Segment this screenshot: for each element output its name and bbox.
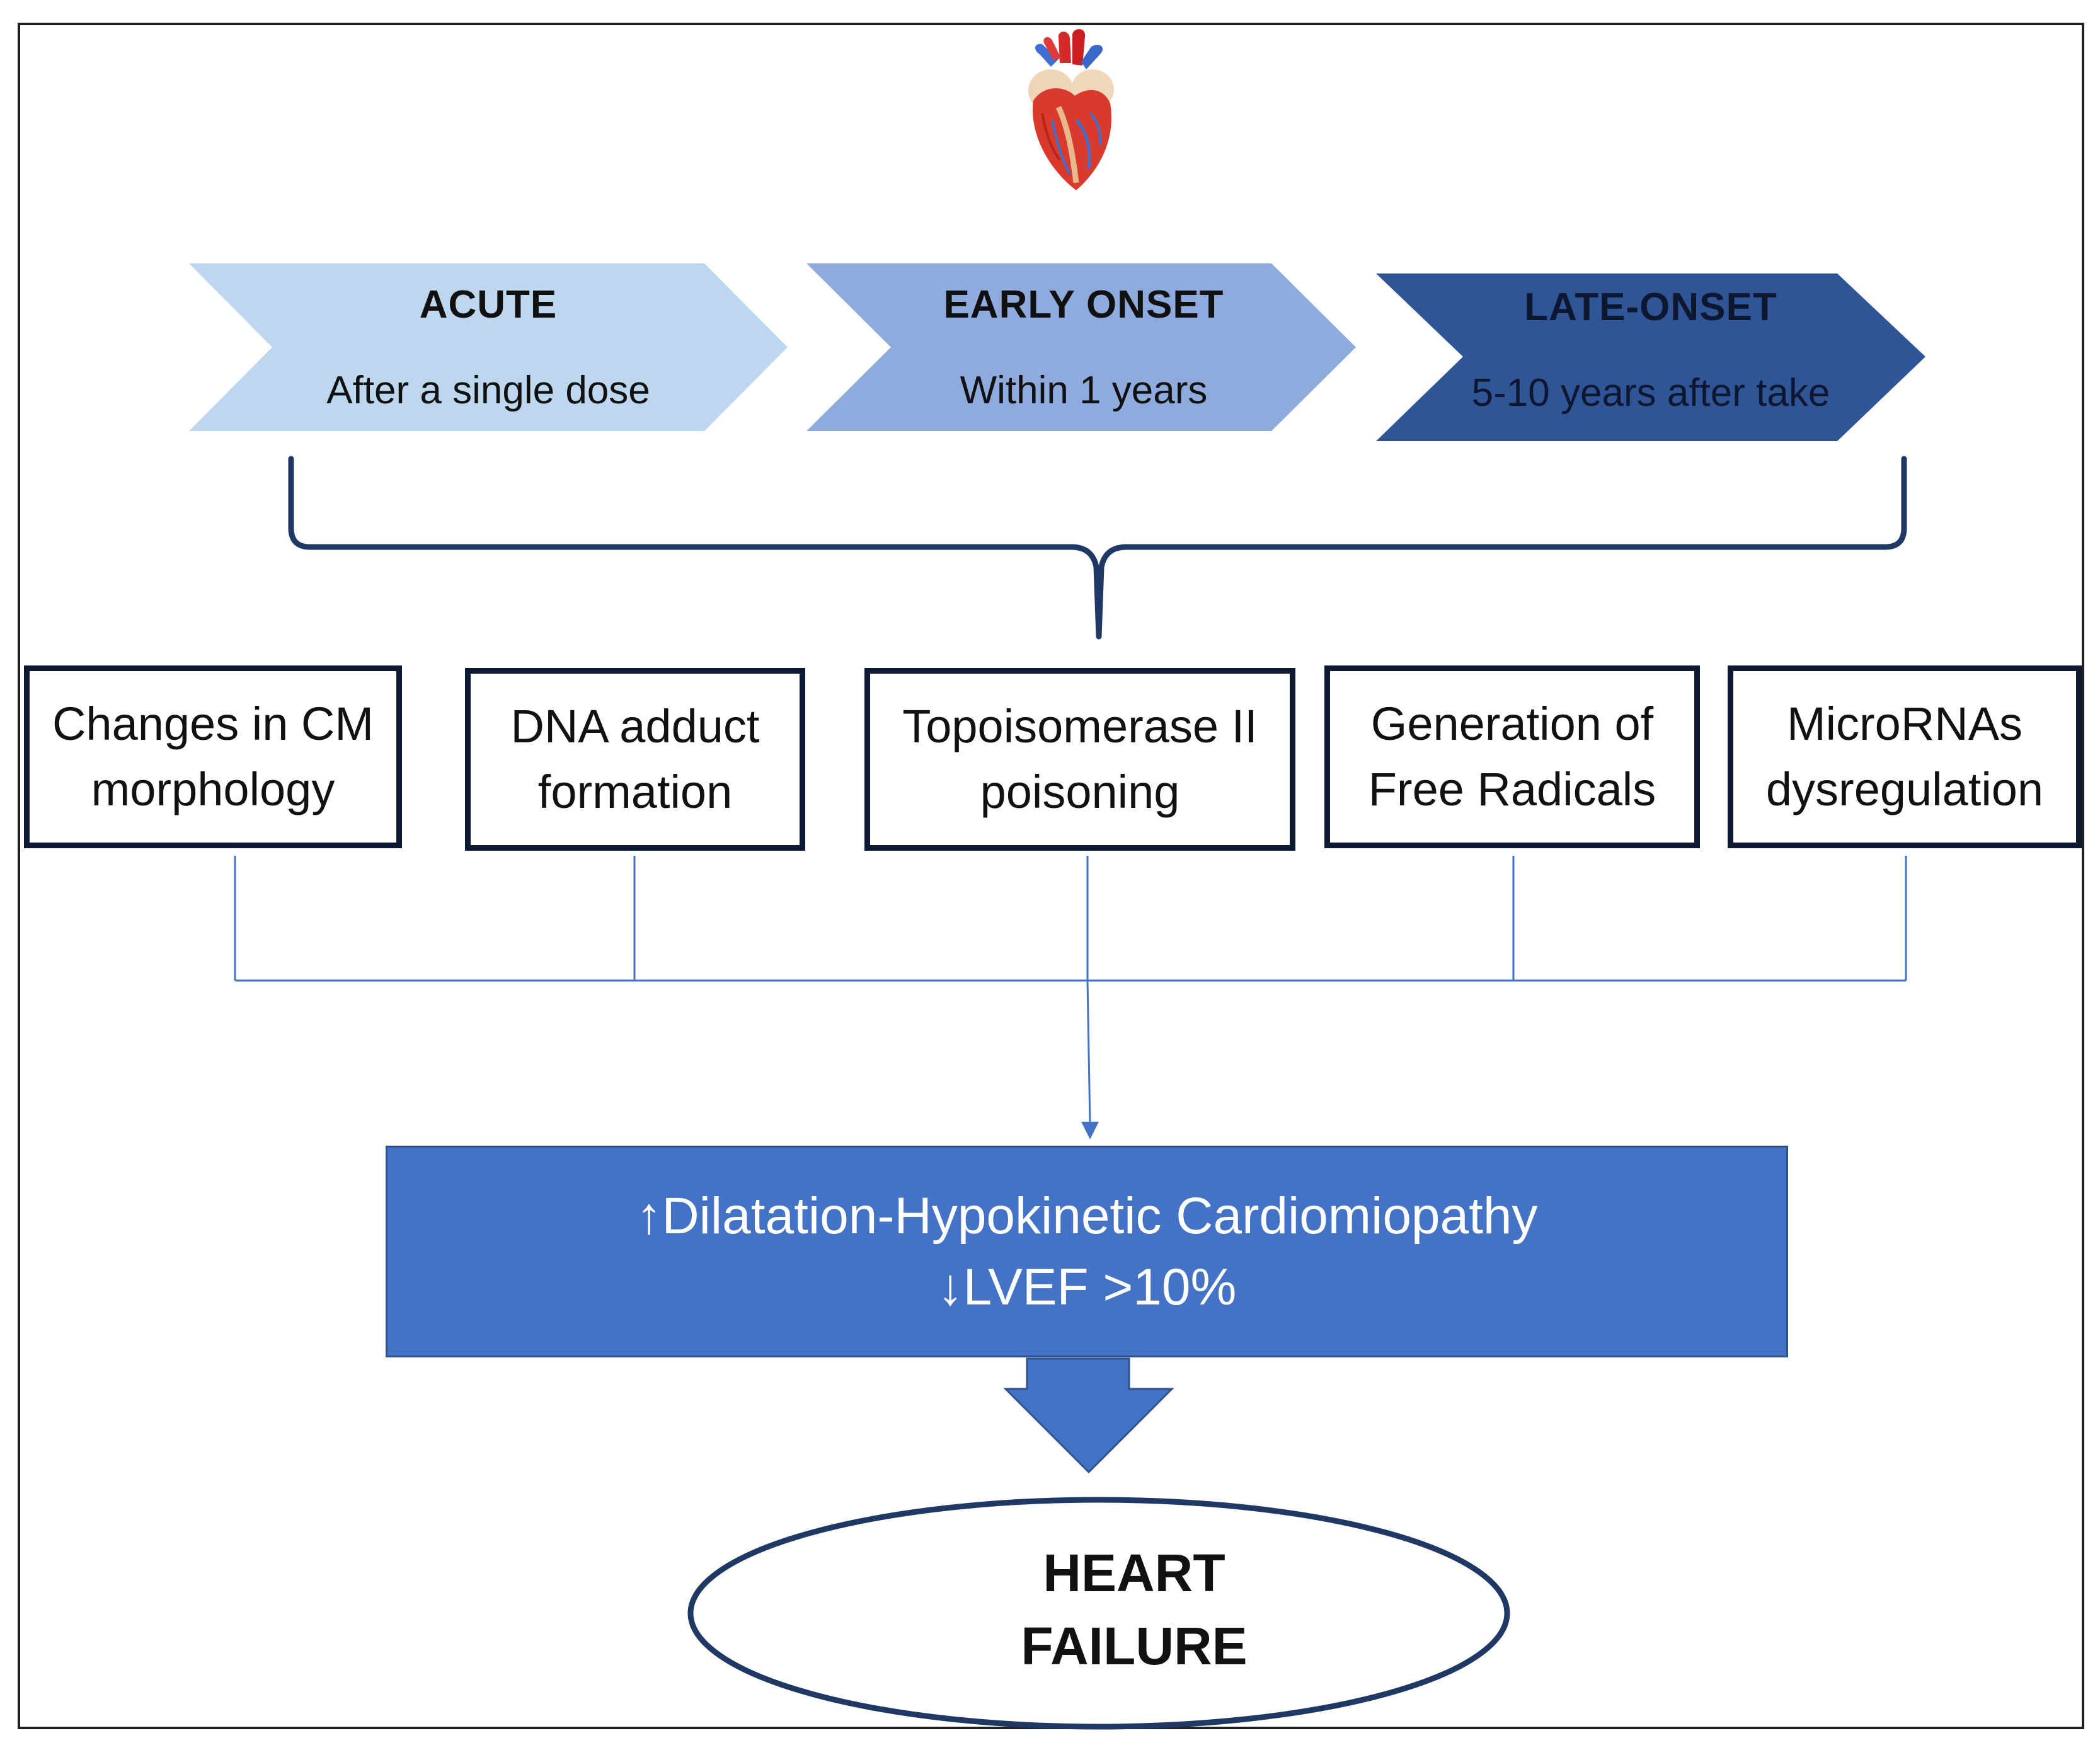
mechanism-label: MicroRNAs dysregulation — [1765, 698, 2044, 815]
heart-failure-label-1: HEART — [1043, 1543, 1225, 1603]
outcome-lvef-text: LVEF >10% — [963, 1258, 1237, 1316]
chevron-late-onset — [1376, 273, 1925, 441]
mechanism-box: DNA adduct formation — [465, 668, 805, 851]
heart-failure-ellipse — [687, 1497, 1510, 1730]
arrow-up-icon: ↑ — [636, 1187, 662, 1245]
grouping-brace — [288, 456, 1907, 640]
heart-icon — [1028, 29, 1114, 190]
mechanism-label: Topoisomerase II poisoning — [902, 700, 1258, 818]
mechanism-box: Changes in CM morphology — [24, 665, 402, 848]
mechanism-box: Topoisomerase II poisoning — [864, 668, 1295, 851]
mechanism-label: Generation of Free Radicals — [1368, 698, 1656, 815]
chevron-early-onset — [806, 263, 1356, 431]
acute-subtitle: After a single dose — [326, 369, 650, 412]
mechanism-label: DNA adduct formation — [510, 700, 760, 818]
late-onset-title: LATE-ONSET — [1524, 285, 1777, 329]
heart-failure-label-2: FAILURE — [1021, 1616, 1248, 1676]
block-arrow-down — [1003, 1357, 1174, 1474]
early-onset-subtitle: Within 1 years — [960, 369, 1208, 412]
outcome-cardiomyopathy-text: Dilatation-Hypokinetic Cardiomiopathy — [662, 1187, 1538, 1245]
cardiomyopathy-outcome-box: ↑Dilatation-Hypokinetic Cardiomiopathy ↓… — [386, 1146, 1788, 1357]
early-onset-title: EARLY ONSET — [943, 283, 1224, 326]
acute-title: ACUTE — [419, 283, 558, 326]
outcome-line-1: ↑Dilatation-Hypokinetic Cardiomiopathy — [636, 1180, 1537, 1252]
chevron-acute — [189, 263, 788, 431]
arrow-down-icon: ↓ — [937, 1258, 963, 1316]
mechanism-label: Changes in CM morphology — [52, 698, 374, 815]
mechanism-box: MicroRNAs dysregulation — [1728, 665, 2082, 848]
outcome-line-2: ↓LVEF >10% — [938, 1252, 1237, 1323]
late-onset-subtitle: 5-10 years after take — [1471, 371, 1830, 415]
connector-lines — [234, 856, 1907, 1125]
mechanism-box: Generation of Free Radicals — [1324, 665, 1700, 848]
connector-arrowhead — [1081, 1122, 1099, 1139]
